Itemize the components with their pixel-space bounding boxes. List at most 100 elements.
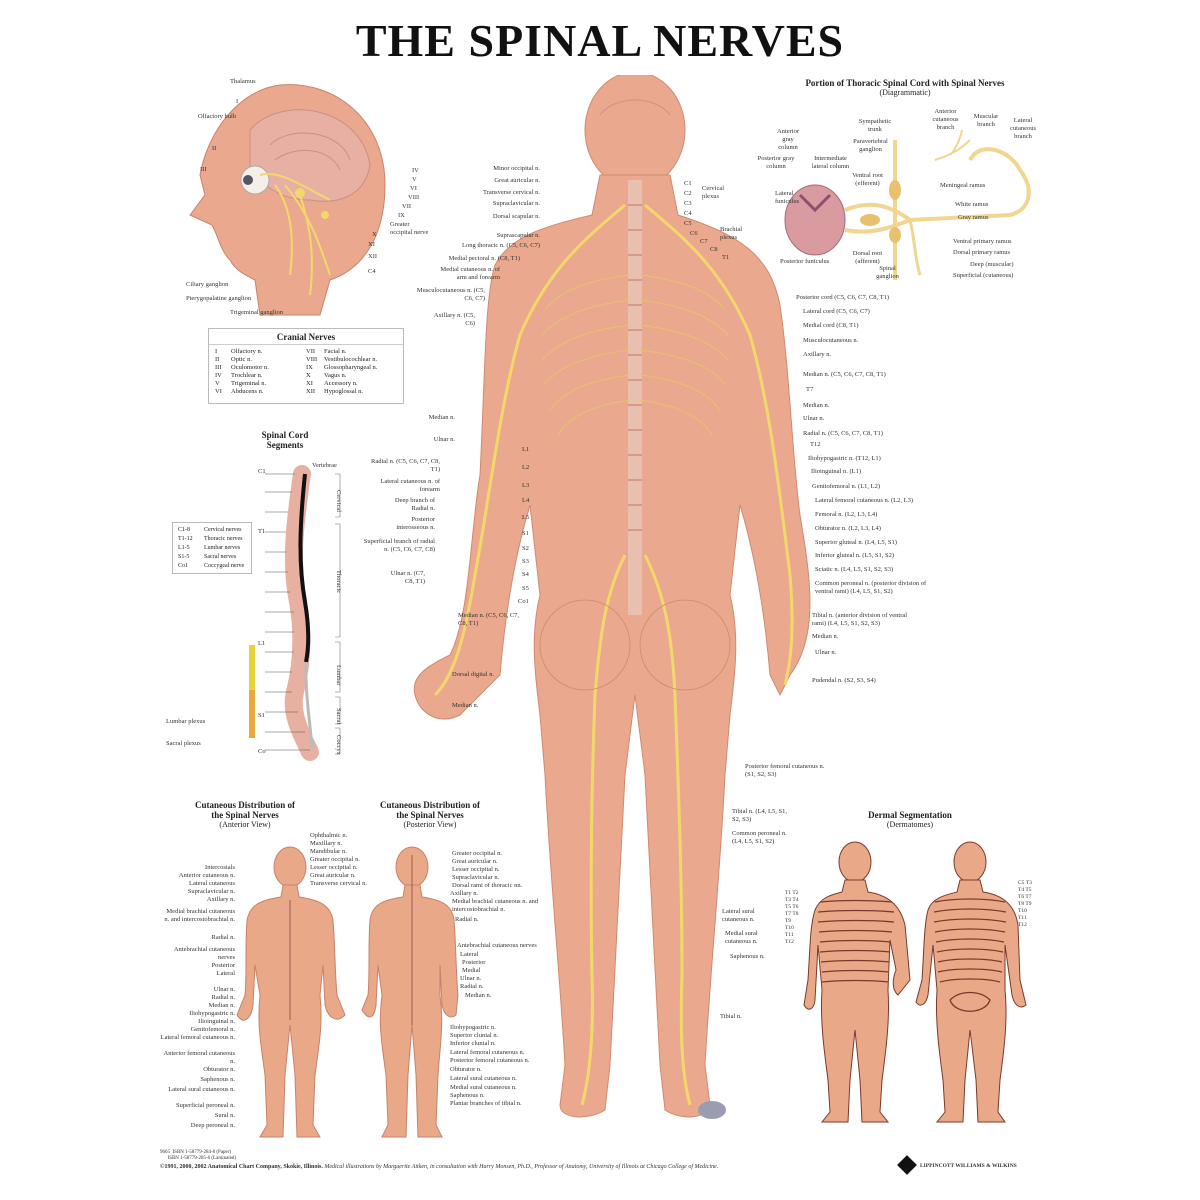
- cn-name: Optic n.: [231, 356, 252, 363]
- cranial-nerves-title: Cranial Nerves: [209, 329, 403, 345]
- label-cn-iv: IV: [412, 167, 419, 174]
- label-lateral-funiculus: Lateral funiculus: [775, 190, 800, 205]
- dermatome-figures: [803, 841, 1027, 1123]
- label-pterygopalatine-ganglion: Pterygopalatine ganglion: [186, 295, 252, 302]
- publisher-name: Lippincott Williams & Wilkins: [920, 1163, 1017, 1169]
- plexus-c1: C1: [684, 180, 692, 187]
- spinal-segments-title: Spinal Cord Segments: [261, 430, 309, 450]
- segment-marker-co: Co: [258, 748, 266, 755]
- plexus-c8: C8: [710, 246, 718, 253]
- label-ulnar-r: Ulnar n.: [803, 415, 825, 422]
- head-diagram: [160, 75, 410, 325]
- label-sympathetic-trunk: Sympathetic trunk: [858, 118, 892, 133]
- label-lateral-femoral-cutaneous: Lateral femoral cutaneous n. (L2, L3): [815, 497, 913, 504]
- label-post-13: Radial n.: [460, 983, 484, 990]
- spine-level-s4: S4: [522, 571, 529, 578]
- label-posterior-gray-column: Posterior gray column: [757, 155, 795, 170]
- cn-num: I: [215, 348, 218, 355]
- label-post-4: Dorsal rami of thoracic nn.: [452, 882, 523, 889]
- label-medial-pectoral: Medial pectoral n. (C8, T1): [448, 255, 520, 262]
- dermatome-label: T10: [785, 925, 794, 931]
- label-post-23: Saphenous n.: [450, 1092, 485, 1099]
- cn-name: Vagus n.: [324, 372, 347, 379]
- footer-credits: ©1991, 2000, 2002 Anatomical Chart Compa…: [160, 1164, 718, 1170]
- plexus-c6: C6: [690, 230, 698, 237]
- label-inferior-gluteal: Inferior gluteal n. (L5, S1, S2): [815, 552, 895, 559]
- label-saphenous: Saphenous n.: [730, 953, 765, 960]
- label-cn-xi: XI: [368, 241, 375, 248]
- label-cn-i: I: [236, 98, 239, 105]
- cn-name: Hypoglossal n.: [324, 388, 363, 395]
- dermatome-label: T10: [1018, 908, 1027, 914]
- plexus-t1: T1: [722, 254, 730, 261]
- label-trigeminal-ganglion: Trigeminal ganglion: [230, 309, 284, 316]
- isbn-paper: ISBN 1-58779-284-8 (Paper): [172, 1150, 232, 1155]
- cn-num: III: [215, 364, 222, 371]
- region-lumbar: Lumbar: [335, 665, 342, 686]
- label-post-18: Lateral femoral cutaneous n.: [450, 1049, 525, 1056]
- isbn-block: 9665 ISBN 1-58779-284-8 (Paper) ISBN 1-5…: [160, 1150, 236, 1162]
- label-c4: C4: [368, 268, 376, 275]
- label-great-auricular: Great auricular n.: [494, 177, 540, 184]
- label-pudendal: Pudendal n. (S2, S3, S4): [812, 677, 876, 684]
- segment-marker-c1: C1: [258, 468, 266, 475]
- label-ant-21: Superficial peroneal n.: [175, 1102, 235, 1109]
- label-superior-gluteal: Superior gluteal n. (L4, L5, S1): [815, 539, 897, 546]
- label-suprascapular: Suprascapular n.: [496, 232, 540, 239]
- label-ant-7: Antebrachial cutaneous nerves: [173, 946, 235, 961]
- dermatome-label: T2: [792, 890, 799, 896]
- label-ant-3: Supraclavicular n.: [187, 888, 235, 895]
- label-ant-17: Anterior femoral cutaneous n.: [163, 1050, 235, 1065]
- label-transverse-cervical: Transverse cervical n.: [483, 189, 540, 196]
- cutaneous-posterior-title: Cutaneous Distribution of the Spinal Ner…: [375, 800, 485, 830]
- label-musculocutaneous-r: Musculocutaneous n.: [803, 337, 859, 344]
- sacral-plexus-bar: [249, 690, 255, 738]
- legend-label: Thoracic nerves: [204, 536, 243, 542]
- label-lateral-cutaneous-forearm: Lateral cutaneous n. of forearm: [380, 478, 440, 493]
- label-cn-iii: III: [200, 166, 207, 173]
- label-ant-12: Median n.: [208, 1002, 235, 1009]
- head-illustration: [189, 84, 386, 316]
- thoracic-cord-illustration: [784, 129, 1031, 280]
- label-cn-vii: VII: [402, 203, 412, 210]
- label-ant-20: Lateral sural cutaneous n.: [168, 1086, 235, 1093]
- dermatome-label: C5: [1018, 880, 1025, 886]
- label-ant-11: Radial n.: [211, 994, 235, 1001]
- cn-num: VII: [306, 348, 316, 355]
- label-post-9: Lateral: [460, 951, 479, 958]
- label-post-5: Axillary n.: [450, 890, 479, 897]
- legend-label: Coccygeal nerve: [204, 563, 245, 569]
- cn-name: Glossopharyngeal n.: [324, 364, 378, 371]
- label-post-10: Posterior: [462, 959, 486, 966]
- label-ant-13: Iliohypogastric n.: [189, 1010, 235, 1017]
- cutaneous-posterior-figure: [361, 846, 459, 1138]
- dermatome-label: T9: [785, 918, 792, 924]
- dermatome-label: T4: [792, 897, 799, 903]
- spine-level-co1: Co1: [518, 598, 529, 605]
- spine-level-s5: S5: [522, 585, 529, 592]
- label-post-16: Superior clunial n.: [450, 1032, 499, 1039]
- label-ant-r0: Ophthalmic n.: [310, 832, 348, 839]
- label-greater-occipital: Greater occipital nerve: [390, 221, 429, 236]
- label-dorsal-primary-ramus: Dorsal primary ramus: [953, 249, 1011, 256]
- cutaneous-anterior-title-text: Cutaneous Distribution of the Spinal Ner…: [195, 800, 296, 820]
- label-posterior-funiculus: Posterior funiculus: [780, 258, 830, 265]
- label-ant-5: Medial brachial cutaneous n. and interco…: [164, 908, 235, 923]
- label-cn-ix: IX: [398, 212, 405, 219]
- legend-code: S1-5: [178, 554, 190, 560]
- dermatome-label: T3: [785, 897, 792, 903]
- label-posterior-femoral-cutaneous: Posterior femoral cutaneous n. (S1, S2, …: [745, 763, 825, 778]
- label-post-24: Plantar branches of tibial n.: [450, 1100, 522, 1107]
- cn-name: Facial n.: [324, 348, 347, 355]
- cutaneous-anterior-subtitle: (Anterior View): [219, 820, 271, 829]
- isbn-laminated: ISBN 1-58779-285-6 (Laminated): [167, 1156, 237, 1161]
- dermatome-label: T11: [785, 932, 794, 938]
- label-sacral-plexus: Sacral plexus: [166, 740, 201, 747]
- label-ventral-root: Ventral root (efferent): [852, 172, 883, 187]
- label-t7: T7: [806, 386, 814, 393]
- label-ventral-primary-ramus: Ventral primary ramus: [953, 238, 1012, 245]
- label-ant-15: Genitofemoral n.: [190, 1026, 235, 1033]
- label-median-wrist: Median n. (C5, C6, C7, C8, T1): [458, 612, 520, 627]
